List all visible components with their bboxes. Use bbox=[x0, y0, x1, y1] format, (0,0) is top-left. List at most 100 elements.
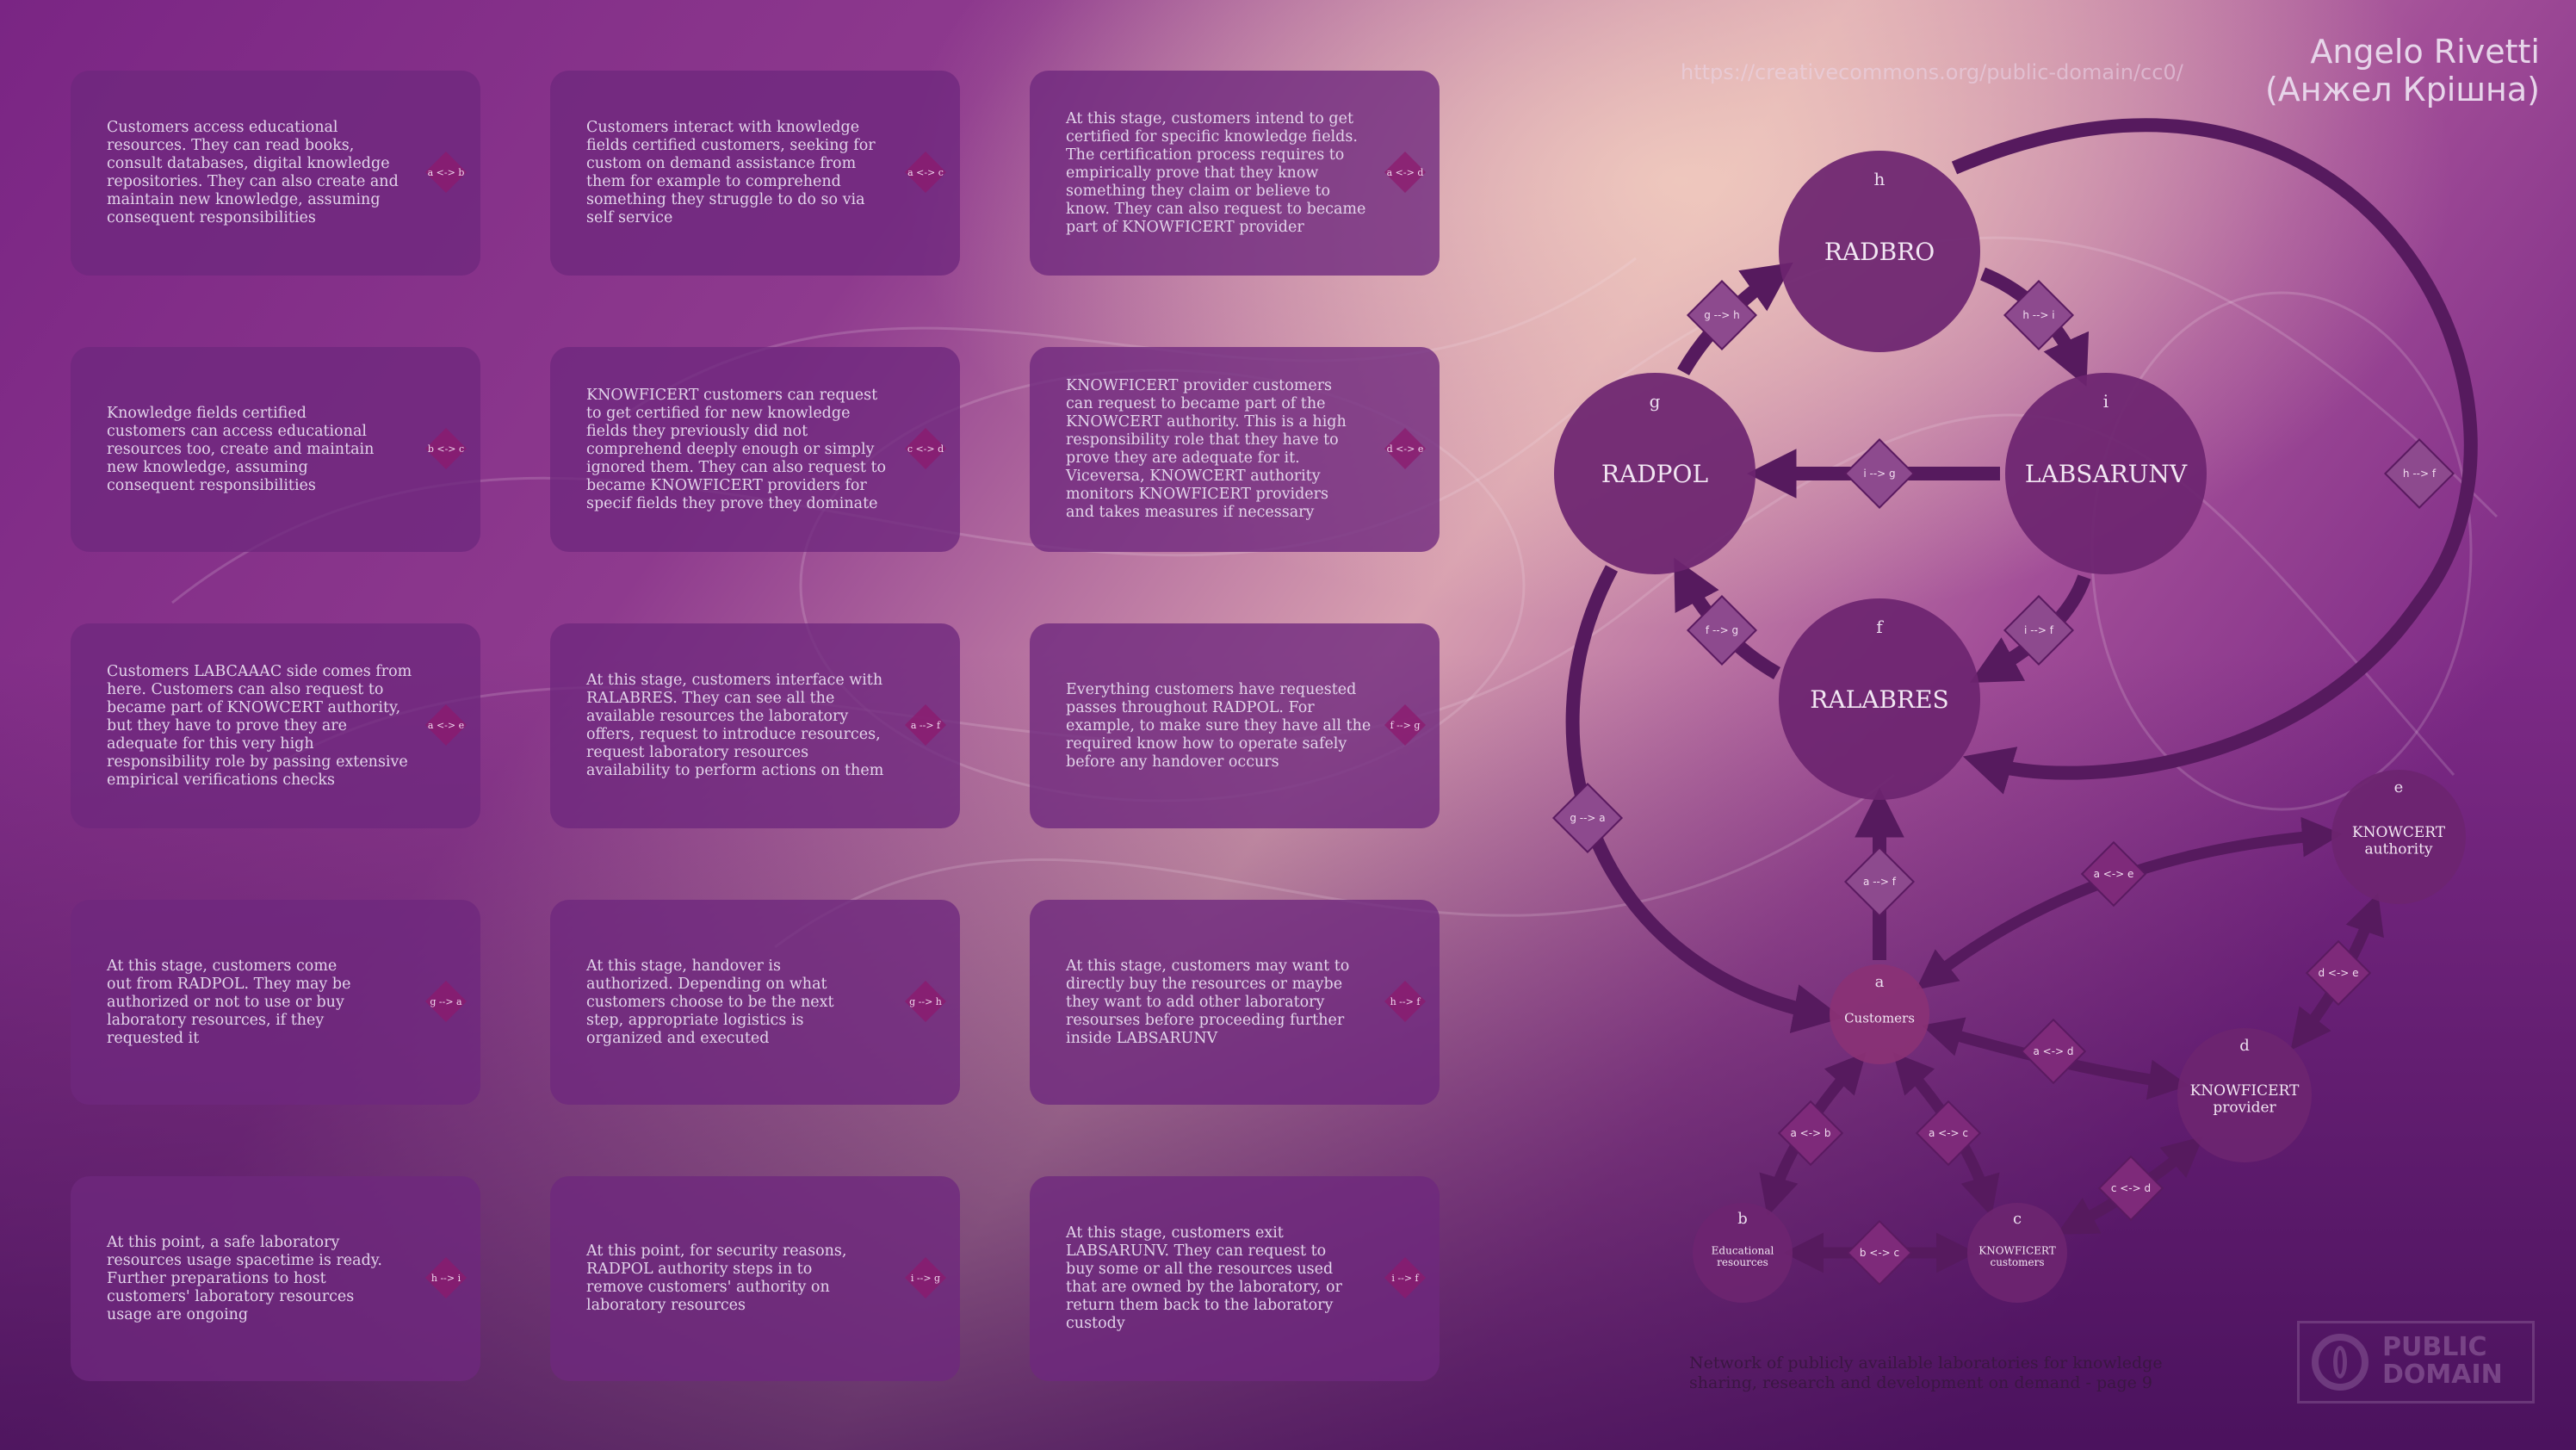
edge-label-diamond bbox=[2305, 939, 2372, 1007]
card-text: At this stage, customers come out from R… bbox=[107, 957, 351, 1047]
card-relation-badge: f --> g bbox=[1384, 703, 1427, 747]
info-card: Everything customers have requested pass… bbox=[1030, 623, 1440, 828]
edge-label-diamond bbox=[1686, 279, 1758, 351]
card-text: Customers access educational resources. … bbox=[107, 119, 399, 226]
info-card: Customers LABCAAAC side comes from here.… bbox=[71, 623, 480, 828]
public-domain-logo: PUBLIC DOMAIN bbox=[2297, 1321, 2535, 1404]
card-text: Knowledge fields certified customers can… bbox=[107, 404, 375, 494]
card-relation-badge: d <-> e bbox=[1384, 427, 1427, 470]
node-letter: a bbox=[1875, 973, 1885, 991]
edge-label-diamond bbox=[1551, 782, 1624, 854]
info-card: Customers access educational resources. … bbox=[71, 71, 480, 276]
info-card: KNOWFICERT provider customers can reques… bbox=[1030, 347, 1440, 552]
edge-label-diamond bbox=[2097, 1155, 2164, 1222]
author-alt-name: (Анжел Крішна) bbox=[2264, 71, 2540, 108]
edge-label: a <-> b bbox=[1790, 1127, 1830, 1139]
node-letter: d bbox=[2239, 1037, 2250, 1055]
info-card: At this stage, customers interface with … bbox=[550, 623, 960, 828]
card-relation-code: c <-> d bbox=[907, 443, 944, 455]
info-card: At this point, a safe laboratory resourc… bbox=[71, 1176, 480, 1381]
edge-label-diamond bbox=[2003, 594, 2075, 666]
card-relation-code: h --> f bbox=[1390, 995, 1421, 1007]
node-educational bbox=[1693, 1203, 1793, 1303]
info-card: At this stage, handover is authorized. D… bbox=[550, 900, 960, 1105]
info-card: At this stage, customers come out from R… bbox=[71, 900, 480, 1105]
card-relation-badge: i --> g bbox=[904, 1256, 947, 1299]
card-relation-code: a <-> c bbox=[907, 166, 944, 178]
edge-label: a <-> d bbox=[2033, 1045, 2073, 1057]
card-relation-code: a --> f bbox=[910, 719, 941, 731]
node-radpol bbox=[1554, 373, 1756, 574]
card-text: Everything customers have requested pass… bbox=[1066, 680, 1372, 771]
edge-label-diamond bbox=[2003, 279, 2075, 351]
info-card: At this stage, customers exit LABSARUNV.… bbox=[1030, 1176, 1440, 1381]
edge-label-diamond bbox=[2020, 1018, 2087, 1085]
edge-label: a <-> e bbox=[2094, 868, 2134, 880]
node-letter: h bbox=[1874, 169, 1886, 189]
info-card: Knowledge fields certified customers can… bbox=[71, 347, 480, 552]
info-card: At this stage, customers may want to dir… bbox=[1030, 900, 1440, 1105]
node-letter: e bbox=[2394, 778, 2404, 796]
node-ralabres bbox=[1779, 598, 1980, 800]
card-relation-code: a <-> d bbox=[1386, 166, 1424, 178]
card-relation-badge: a <-> e bbox=[424, 703, 468, 747]
card-text: At this stage, customers interface with … bbox=[586, 672, 884, 779]
edge-label-diamond bbox=[2383, 437, 2455, 510]
caption: Network of publicly available laboratori… bbox=[1689, 1354, 2163, 1392]
card-relation-code: b <-> c bbox=[427, 443, 465, 455]
edge-label: a <-> c bbox=[1929, 1127, 1968, 1139]
edge-label-diamond bbox=[1777, 1100, 1844, 1167]
node-letter: b bbox=[1737, 1210, 1748, 1228]
edge-label-diamond bbox=[1843, 846, 1916, 918]
edge-label: b <-> c bbox=[1860, 1247, 1899, 1259]
card-text: At this point, for security reasons, RAD… bbox=[586, 1242, 847, 1314]
edge-label-diamond bbox=[1846, 1219, 1913, 1286]
logo-text: PUBLIC DOMAIN bbox=[2382, 1334, 2503, 1389]
card-relation-badge: a <-> d bbox=[1384, 151, 1427, 194]
card-relation-badge: h --> f bbox=[1384, 980, 1427, 1023]
info-card: At this stage, customers intend to get c… bbox=[1030, 71, 1440, 276]
license-link[interactable]: https://creativecommons.org/public-domai… bbox=[1681, 60, 2183, 84]
node-knowcert bbox=[2331, 770, 2466, 904]
node-knowficert bbox=[1967, 1203, 2067, 1303]
edge-label-diamond bbox=[1915, 1100, 1982, 1167]
card-text: KNOWFICERT customers can request to get … bbox=[586, 386, 887, 512]
logo-line-2: DOMAIN bbox=[2382, 1360, 2503, 1390]
node-label: RADPOL bbox=[1601, 460, 1708, 488]
edge-label: h --> i bbox=[2022, 309, 2054, 321]
card-relation-code: d <-> e bbox=[1386, 443, 1424, 455]
edge-label: g --> h bbox=[1704, 309, 1740, 321]
card-relation-badge: a --> f bbox=[904, 703, 947, 747]
card-text: At this point, a safe laboratory resourc… bbox=[107, 1233, 382, 1323]
edge-label: c <-> d bbox=[2111, 1182, 2151, 1194]
node-label: LABSARUNV bbox=[2025, 460, 2188, 488]
node-label: RALABRES bbox=[1810, 685, 1948, 714]
card-relation-badge: g --> h bbox=[904, 980, 947, 1023]
card-text: At this stage, handover is authorized. D… bbox=[586, 957, 834, 1047]
card-relation-badge: g --> a bbox=[424, 980, 468, 1023]
node-letter: f bbox=[1876, 617, 1884, 637]
card-relation-code: h --> i bbox=[430, 1272, 461, 1284]
card-text: KNOWFICERT provider customers can reques… bbox=[1066, 377, 1347, 521]
card-relation-code: i --> f bbox=[1391, 1272, 1419, 1284]
edge-label-diamond bbox=[2080, 840, 2147, 908]
card-relation-code: a <-> b bbox=[427, 166, 465, 178]
node-customers bbox=[1830, 964, 1929, 1064]
node-letter: c bbox=[2013, 1210, 2022, 1228]
author-name: Angelo Rivetti bbox=[2310, 33, 2540, 71]
card-relation-badge: c <-> d bbox=[904, 427, 947, 470]
card-relation-badge: a <-> c bbox=[904, 151, 947, 194]
card-text: At this stage, customers intend to get c… bbox=[1066, 109, 1366, 236]
logo-line-1: PUBLIC bbox=[2382, 1332, 2487, 1362]
edge-label-diamond bbox=[1686, 594, 1758, 666]
card-relation-code: f --> g bbox=[1390, 719, 1421, 731]
cc0-icon bbox=[2312, 1334, 2369, 1391]
node-label: RADBRO bbox=[1824, 238, 1935, 266]
card-text: Customers LABCAAAC side comes from here.… bbox=[107, 662, 412, 789]
info-card: Customers interact with knowledge fields… bbox=[550, 71, 960, 276]
edge-label-diamond bbox=[1843, 437, 1916, 510]
card-relation-code: g --> a bbox=[430, 995, 462, 1007]
card-relation-code: a <-> e bbox=[427, 719, 465, 731]
